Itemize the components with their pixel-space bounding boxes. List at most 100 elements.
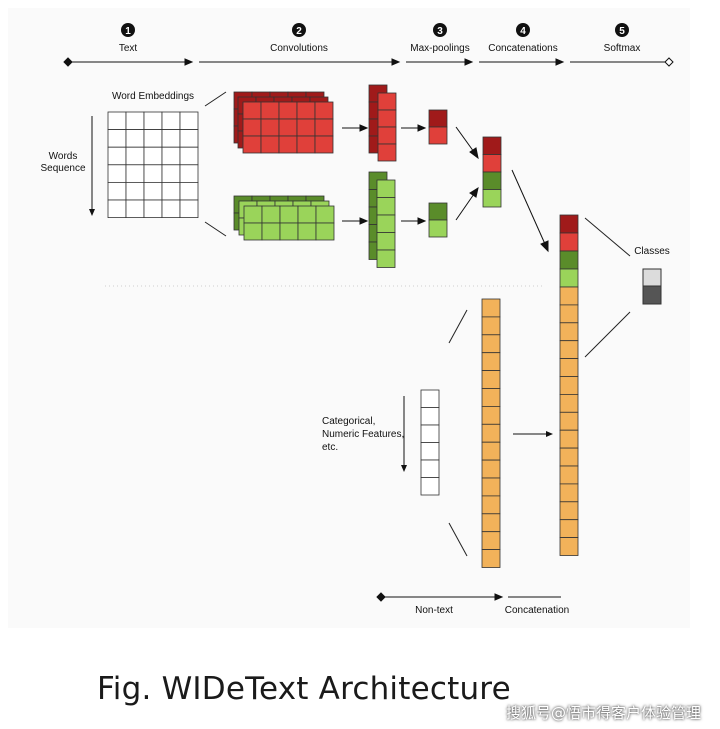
conv-filter-cell-front xyxy=(296,101,316,120)
embedding-cell xyxy=(125,129,145,148)
diagram-background xyxy=(8,8,690,628)
final-cell-text xyxy=(559,214,579,234)
final-cell-non-text xyxy=(559,483,579,503)
pool-cell xyxy=(428,126,448,145)
final-cell-non-text xyxy=(559,447,579,467)
svg-text:3: 3 xyxy=(437,26,443,37)
stage-marker-2: 2 Convolutions xyxy=(270,23,328,54)
non-text-cell xyxy=(481,513,501,533)
embedding-cell xyxy=(179,146,199,166)
embedding-cell xyxy=(143,181,163,201)
embedding-cell xyxy=(161,199,181,219)
stage-label-softmax: Softmax xyxy=(604,43,641,54)
conv-filter-cell-front xyxy=(279,222,299,241)
features-label-line2: Numeric Features, xyxy=(322,429,404,440)
non-text-cell xyxy=(481,441,501,461)
pool-cell xyxy=(428,219,448,238)
embedding-cell xyxy=(161,164,181,183)
stage-label-text: Text xyxy=(119,43,138,54)
conv-filter-cell-front xyxy=(261,205,281,224)
feature-cell xyxy=(420,459,440,478)
final-cell-non-text xyxy=(559,322,579,342)
embedding-cell xyxy=(125,164,145,183)
feature-cell xyxy=(420,407,440,426)
conv-filter-cell-front xyxy=(315,222,335,241)
bottom-axis xyxy=(376,592,561,602)
conv-filter-cell-front xyxy=(278,118,298,137)
feature-map-cell-front xyxy=(376,179,396,198)
concat-cell xyxy=(482,171,502,190)
non-text-cell xyxy=(481,423,501,443)
conv-filter-cell-front xyxy=(243,205,263,224)
final-cell-non-text xyxy=(559,286,579,306)
feature-map-cell-front xyxy=(377,92,397,111)
conv-filter-cell-front xyxy=(242,101,262,120)
feature-map-cell-front xyxy=(377,126,397,145)
conv-filter-cell-front xyxy=(260,101,280,120)
embedding-cell xyxy=(179,181,199,201)
words-sequence-arrow xyxy=(89,116,95,216)
non-text-cell xyxy=(481,370,501,389)
embedding-cell xyxy=(107,164,127,183)
conv-filter-cell-front xyxy=(261,222,281,241)
embedding-cell xyxy=(161,129,181,148)
embedding-cell xyxy=(143,146,163,166)
final-cell-non-text xyxy=(559,304,579,324)
embedding-cell xyxy=(107,146,127,166)
softmax-connector-lines xyxy=(584,217,631,358)
sequence-label: Sequence xyxy=(40,163,85,174)
final-concatenation-vector xyxy=(559,214,579,556)
embedding-cell xyxy=(161,181,181,201)
embedding-cell xyxy=(143,111,163,131)
stage-label-concatenations: Concatenations xyxy=(488,43,558,54)
feature-map-cell-front xyxy=(376,249,396,268)
conv-filter-cell-front xyxy=(242,135,262,154)
conv-filter-cell-front xyxy=(314,101,334,120)
final-cell-non-text xyxy=(559,465,579,485)
final-cell-non-text xyxy=(559,340,579,360)
final-cell-non-text xyxy=(559,393,579,413)
non-text-label: Non-text xyxy=(415,605,453,616)
pool-cell xyxy=(428,202,448,221)
concat-cell xyxy=(482,154,502,173)
conv-filter-cell-front xyxy=(297,205,317,224)
non-text-cell xyxy=(481,405,501,425)
features-label-line3: etc. xyxy=(322,442,338,453)
embedding-cell xyxy=(125,146,145,166)
word-embedding-matrix xyxy=(107,111,199,219)
stage-marker-5: 5 Softmax xyxy=(604,23,641,54)
embedding-cell xyxy=(125,199,145,219)
convolution-filters-green xyxy=(233,195,335,241)
non-text-to-final-arrow xyxy=(513,431,553,437)
feature-map-cell-front xyxy=(376,232,396,251)
embedding-cell xyxy=(143,129,163,148)
text-concatenation-vector xyxy=(482,136,502,208)
final-cell-non-text xyxy=(559,376,579,395)
final-cell-non-text xyxy=(559,429,579,449)
text-branch-arrows xyxy=(342,124,549,253)
figure-caption: Fig. WIDeText Architecture xyxy=(97,671,511,707)
feature-maps-green xyxy=(368,171,396,268)
final-cell-non-text xyxy=(559,411,579,431)
svg-text:2: 2 xyxy=(296,26,302,37)
final-cell-non-text xyxy=(559,358,579,377)
embedding-cell xyxy=(161,146,181,166)
final-cell-text xyxy=(559,250,579,270)
max-pool-output-green xyxy=(428,202,448,238)
non-text-cell xyxy=(481,388,501,407)
conv-filter-cell-front xyxy=(314,118,334,137)
conv-filter-cell-front xyxy=(279,205,299,224)
conv-filter-cell-front xyxy=(278,101,298,120)
feature-map-cell-front xyxy=(376,197,396,216)
final-cell-text xyxy=(559,232,579,252)
class-cell-light xyxy=(642,268,662,287)
pool-cell xyxy=(428,109,448,128)
embedding-cell xyxy=(125,181,145,201)
conv-filter-cell-front xyxy=(260,118,280,137)
features-arrow xyxy=(401,396,407,472)
conv-filter-cell-front xyxy=(278,135,298,154)
feature-cell xyxy=(420,477,440,496)
final-cell-non-text xyxy=(559,537,579,556)
final-cell-text xyxy=(559,268,579,288)
final-cell-non-text xyxy=(559,501,579,521)
